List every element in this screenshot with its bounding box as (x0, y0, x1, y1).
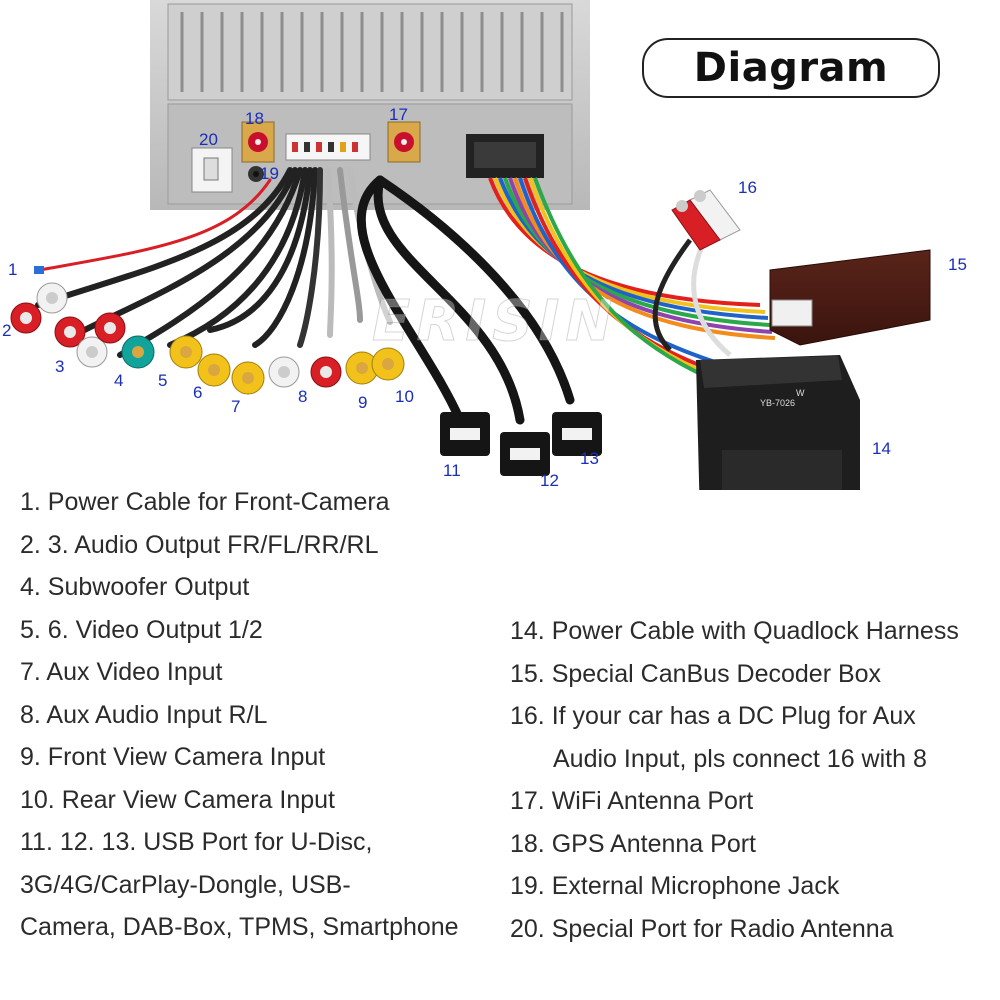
callout-13: 13 (580, 449, 599, 468)
rca-plug-2-red (11, 303, 41, 333)
legend-right: 14. Power Cable with Quadlock Harness 15… (510, 610, 959, 950)
rca-plug-3b-red (95, 313, 125, 343)
legend-item: 18. GPS Antenna Port (510, 823, 959, 866)
legend-item: Audio Input, pls connect 16 with 8 (510, 738, 959, 781)
callout-16: 16 (738, 178, 757, 197)
callout-20: 20 (199, 130, 218, 149)
callout-19: 19 (260, 164, 279, 183)
callout-10: 10 (395, 387, 414, 406)
rca-plug-1 (34, 266, 44, 274)
rca-plug-7-yellow (232, 362, 264, 394)
legend-item: 1. Power Cable for Front-Camera (20, 481, 459, 524)
callout-4: 4 (114, 371, 123, 390)
rca-harness-connector (286, 134, 370, 160)
rca-plug-8-white (269, 357, 299, 387)
wifi-antenna-port (388, 122, 420, 162)
legend-item: Camera, DAB-Box, TPMS, Smartphone (20, 906, 459, 949)
legend-left: 1. Power Cable for Front-Camera 2. 3. Au… (20, 481, 459, 949)
legend-item: 15. Special CanBus Decoder Box (510, 653, 959, 696)
usb-socket-12 (500, 432, 550, 476)
legend-item: 20. Special Port for Radio Antenna (510, 908, 959, 951)
legend-item: 16. If your car has a DC Plug for Aux (510, 695, 959, 738)
connector-label-w: W (796, 388, 805, 398)
quadlock-connector: W YB-7026 (696, 355, 860, 490)
legend-item: 10. Rear View Camera Input (20, 779, 459, 822)
gps-antenna-port (242, 122, 274, 162)
rca-plug-16 (672, 190, 740, 250)
legend-item: 8. Aux Audio Input R/L (20, 694, 459, 737)
power-socket (466, 134, 544, 178)
callout-14: 14 (872, 439, 891, 458)
callout-18: 18 (245, 109, 264, 128)
callout-6: 6 (193, 383, 202, 402)
callout-3: 3 (55, 357, 64, 376)
callout-12: 12 (540, 471, 559, 490)
diagram-title: Diagram (694, 45, 888, 91)
legend-item: 3G/4G/CarPlay-Dongle, USB- (20, 864, 459, 907)
rca-plug-8-red (311, 357, 341, 387)
callout-11: 11 (443, 461, 461, 480)
callout-9: 9 (358, 393, 367, 412)
callout-1: 1 (8, 260, 17, 279)
watermark: ERISIN (372, 289, 618, 354)
callout-15: 15 (948, 255, 967, 274)
legend-item: 17. WiFi Antenna Port (510, 780, 959, 823)
rca-plug-6-yellow (198, 354, 230, 386)
legend-item: 2. 3. Audio Output FR/FL/RR/RL (20, 524, 459, 567)
legend-item: 14. Power Cable with Quadlock Harness (510, 610, 959, 653)
legend-item: 7. Aux Video Input (20, 651, 459, 694)
rca-plug-2-white (37, 283, 67, 313)
callout-7: 7 (231, 397, 240, 416)
callout-8: 8 (298, 387, 307, 406)
legend-item: 9. Front View Camera Input (20, 736, 459, 779)
legend-item: 11. 12. 13. USB Port for U-Disc, (20, 821, 459, 864)
callout-2: 2 (2, 321, 11, 340)
legend-item: 5. 6. Video Output 1/2 (20, 609, 459, 652)
usb-socket-11 (440, 412, 490, 456)
legend-item: 4. Subwoofer Output (20, 566, 459, 609)
canbus-decoder-box (770, 250, 930, 345)
rca-plug-5-yellow (170, 336, 202, 368)
callout-5: 5 (158, 371, 167, 390)
callout-17: 17 (389, 105, 408, 124)
diagram-title-badge: Diagram (642, 38, 940, 98)
radio-antenna-port (192, 148, 232, 192)
connector-label-model: YB-7026 (760, 398, 795, 408)
legend-item: 19. External Microphone Jack (510, 865, 959, 908)
rca-plug-4-teal (122, 336, 154, 368)
